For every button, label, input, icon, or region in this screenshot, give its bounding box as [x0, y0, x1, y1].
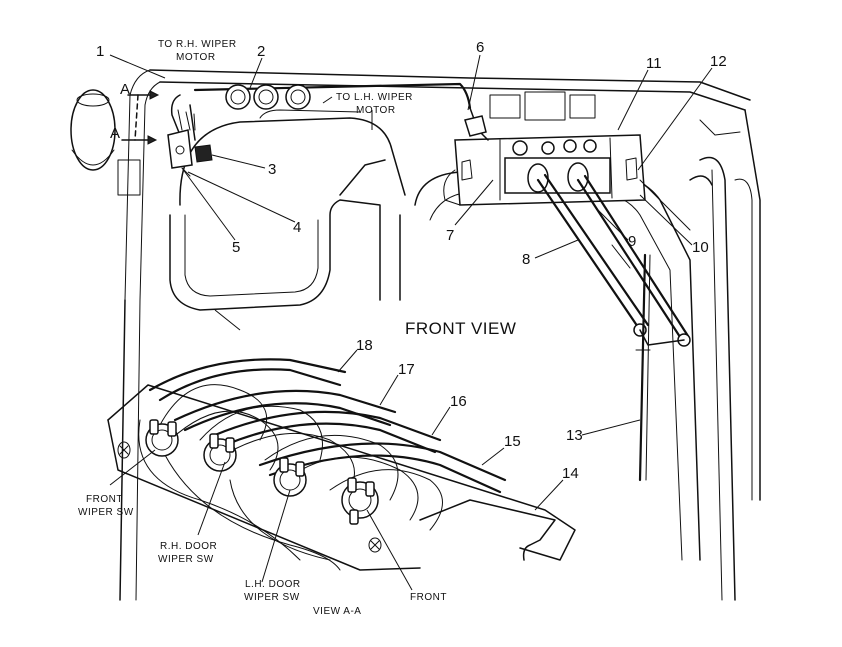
callout-14: 14: [562, 465, 579, 482]
switch-cluster: [167, 109, 213, 177]
section-arrows: A A: [110, 81, 160, 145]
rh-door-wiper-sw-label-line2: WIPER SW: [158, 554, 214, 565]
callout-1: 1: [96, 43, 104, 60]
callout-17: 17: [398, 361, 415, 378]
front-wiper-sw-label-line1: FRONT: [86, 494, 123, 505]
roof-harness: [170, 82, 472, 141]
callout-8: 8: [522, 251, 530, 268]
callout-15: 15: [504, 433, 521, 450]
to-rh-wiper-label-line1: TO R.H. WIPER: [158, 39, 237, 50]
callout-6: 6: [476, 39, 484, 56]
to-lh-wiper-label-line1: TO L.H. WIPER: [336, 92, 413, 103]
callout-11: 11: [646, 55, 662, 72]
lh-door-wiper-sw-label-line1: L.H. DOOR: [245, 579, 301, 590]
text-labels: TO R.H. WIPER MOTOR TO L.H. WIPER MOTOR …: [78, 39, 516, 617]
section-a-top-label: A: [120, 81, 130, 98]
callout-18: 18: [356, 337, 373, 354]
to-rh-wiper-label-line2: MOTOR: [176, 52, 216, 63]
view-aa-title: VIEW A-A: [313, 606, 361, 617]
callout-9: 9: [628, 233, 636, 250]
callout-numbers: 1 2 3 4 5 6 7 8 9 10 11 12 13 14 15 16 1…: [96, 39, 727, 482]
callout-4: 4: [293, 219, 301, 236]
callout-13: 13: [566, 427, 583, 444]
view-aa-cables: [138, 358, 556, 571]
callout-5: 5: [232, 239, 240, 256]
side-lamp: [70, 89, 141, 196]
lh-door-wiper-sw-label-line2: WIPER SW: [244, 592, 300, 603]
wiper-arms: [536, 173, 691, 482]
front-label: FRONT: [410, 592, 447, 603]
callout-3: 3: [268, 161, 276, 178]
rh-door-wiper-sw-label-line1: R.H. DOOR: [160, 541, 217, 552]
callout-10: 10: [692, 239, 709, 256]
callout-16: 16: [450, 393, 467, 410]
callout-12: 12: [710, 53, 727, 70]
section-a-bottom-label: A: [110, 125, 120, 142]
grommets: [225, 84, 311, 110]
callout-7: 7: [446, 227, 454, 244]
front-wiper-sw-label-line2: WIPER SW: [78, 507, 134, 518]
wiper-motor: [443, 107, 691, 231]
front-view-title: FRONT VIEW: [405, 319, 516, 338]
view-aa-panel: [107, 384, 576, 571]
callout-2: 2: [257, 43, 265, 60]
to-lh-wiper-label-line2: MOTOR: [356, 105, 396, 116]
leader-lines: [109, 54, 713, 591]
